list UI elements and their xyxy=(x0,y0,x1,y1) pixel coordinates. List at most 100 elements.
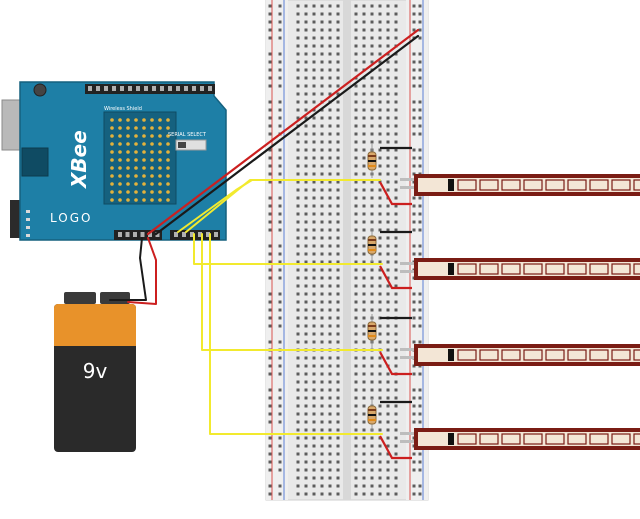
breadboard-hole xyxy=(312,260,316,264)
breadboard-hole xyxy=(336,412,340,416)
breadboard-hole xyxy=(412,492,416,496)
breadboard-hole xyxy=(378,60,382,64)
breadboard-hole xyxy=(296,276,300,280)
breadboard-hole xyxy=(362,324,366,328)
sensor-segment xyxy=(501,349,521,361)
breadboard-hole xyxy=(418,340,422,344)
breadboard-hole xyxy=(320,148,324,152)
breadboard-hole xyxy=(336,356,340,360)
breadboard-hole xyxy=(328,188,332,192)
breadboard-hole xyxy=(378,380,382,384)
breadboard-hole xyxy=(304,156,308,160)
breadboard-hole xyxy=(418,108,422,112)
breadboard-hole xyxy=(418,420,422,424)
breadboard-hole xyxy=(296,148,300,152)
breadboard-hole xyxy=(378,396,382,400)
breadboard-hole xyxy=(386,108,390,112)
breadboard-hole xyxy=(296,156,300,160)
breadboard-hole xyxy=(268,52,272,56)
breadboard-hole xyxy=(304,316,308,320)
breadboard-hole xyxy=(370,372,374,376)
flex-sensor-3 xyxy=(400,344,640,366)
breadboard-hole xyxy=(394,108,398,112)
breadboard-hole xyxy=(268,156,272,160)
breadboard-hole xyxy=(320,60,324,64)
breadboard-hole xyxy=(394,476,398,480)
breadboard-hole xyxy=(336,196,340,200)
breadboard-hole xyxy=(354,252,358,256)
breadboard-hole xyxy=(312,364,316,368)
breadboard-hole xyxy=(386,140,390,144)
breadboard-hole xyxy=(296,36,300,40)
breadboard-hole xyxy=(336,236,340,240)
breadboard-hole xyxy=(362,92,366,96)
breadboard-hole xyxy=(386,12,390,16)
breadboard-hole xyxy=(418,124,422,128)
breadboard-hole xyxy=(354,484,358,488)
breadboard-hole xyxy=(328,444,332,448)
breadboard-hole xyxy=(362,188,366,192)
breadboard-hole xyxy=(362,436,366,440)
breadboard-hole xyxy=(304,380,308,384)
breadboard-hole xyxy=(304,4,308,8)
sensor-segment xyxy=(545,179,565,191)
breadboard-hole xyxy=(370,268,374,272)
breadboard-hole xyxy=(370,108,374,112)
breadboard-hole xyxy=(412,308,416,312)
breadboard-hole xyxy=(370,356,374,360)
breadboard-hole xyxy=(378,340,382,344)
breadboard-hole xyxy=(412,388,416,392)
breadboard-hole xyxy=(304,204,308,208)
breadboard-hole xyxy=(320,332,324,336)
breadboard-hole xyxy=(370,444,374,448)
breadboard-hole xyxy=(370,364,374,368)
breadboard-hole xyxy=(328,4,332,8)
breadboard-hole xyxy=(268,132,272,136)
breadboard-hole xyxy=(268,388,272,392)
breadboard-hole xyxy=(278,28,282,32)
breadboard-hole xyxy=(268,404,272,408)
breadboard-hole xyxy=(370,100,374,104)
breadboard-hole xyxy=(336,428,340,432)
breadboard-hole xyxy=(268,76,272,80)
breadboard-hole xyxy=(336,276,340,280)
breadboard-hole xyxy=(378,204,382,208)
breadboard-hole xyxy=(336,156,340,160)
breadboard-hole xyxy=(412,220,416,224)
breadboard-hole xyxy=(320,92,324,96)
breadboard-hole xyxy=(320,140,324,144)
breadboard-hole xyxy=(370,196,374,200)
flex-sensor-1 xyxy=(400,174,640,196)
breadboard-hole xyxy=(278,116,282,120)
breadboard-hole xyxy=(362,132,366,136)
breadboard-hole xyxy=(320,356,324,360)
breadboard-hole xyxy=(304,372,308,376)
breadboard-hole xyxy=(320,132,324,136)
breadboard-hole xyxy=(312,332,316,336)
breadboard-hole xyxy=(412,164,416,168)
breadboard-hole xyxy=(354,468,358,472)
wires xyxy=(109,28,420,435)
breadboard-hole xyxy=(296,484,300,488)
breadboard-hole xyxy=(336,140,340,144)
breadboard-hole xyxy=(370,452,374,456)
breadboard-hole xyxy=(362,252,366,256)
breadboard-hole xyxy=(336,460,340,464)
breadboard-hole xyxy=(296,52,300,56)
breadboard-hole xyxy=(296,300,300,304)
breadboard-hole xyxy=(394,412,398,416)
flex-sensor-4 xyxy=(400,428,640,450)
breadboard-hole xyxy=(312,236,316,240)
breadboard-hole xyxy=(354,420,358,424)
breadboard-hole xyxy=(328,196,332,200)
breadboard-hole xyxy=(418,388,422,392)
breadboard-hole xyxy=(362,236,366,240)
breadboard-hole xyxy=(296,468,300,472)
breadboard-hole xyxy=(362,44,366,48)
breadboard-hole xyxy=(362,364,366,368)
breadboard-hole xyxy=(312,28,316,32)
breadboard-hole xyxy=(394,252,398,256)
breadboard-hole xyxy=(412,404,416,408)
breadboard-hole xyxy=(354,228,358,232)
breadboard-hole xyxy=(328,44,332,48)
